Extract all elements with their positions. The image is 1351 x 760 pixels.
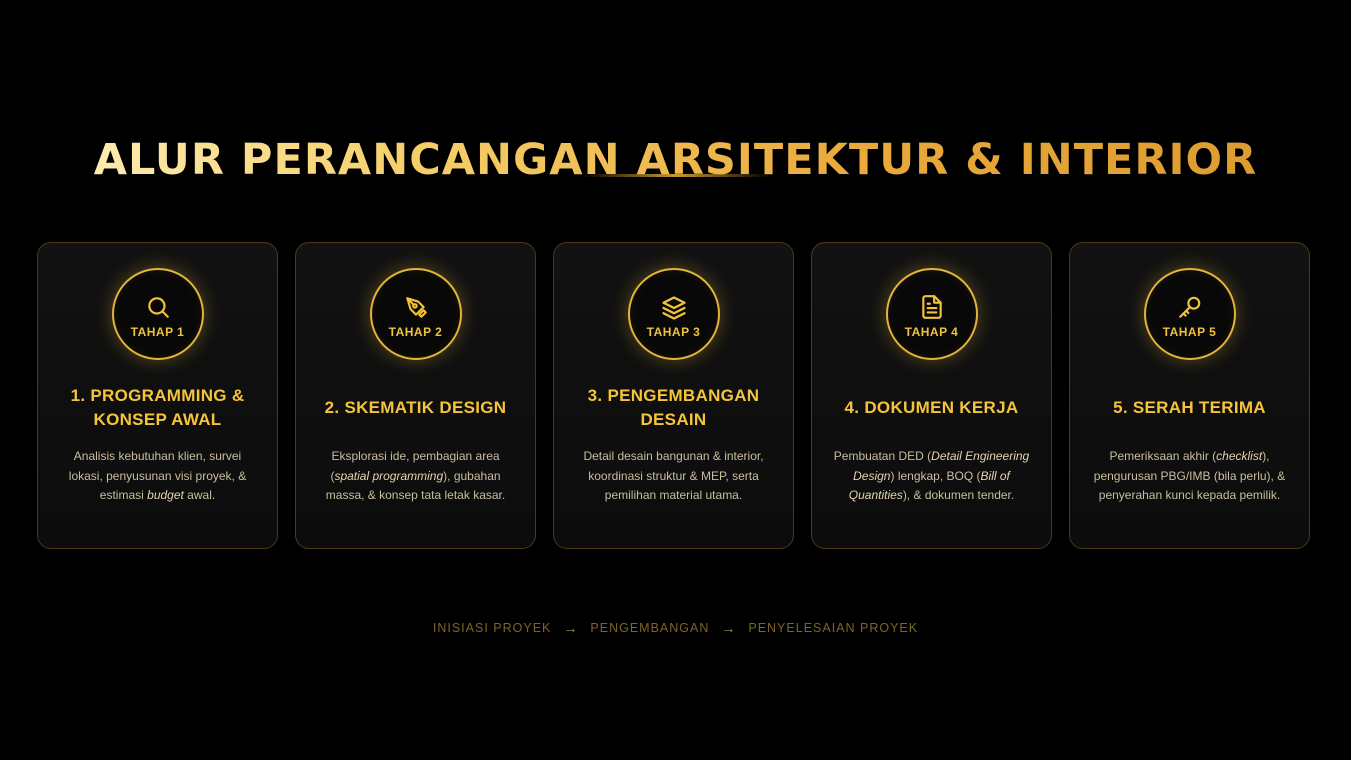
description-text: Pembuatan DED ( <box>833 449 932 463</box>
step-description: Pembuatan DED (Detail Engineering Design… <box>832 447 1031 506</box>
description-emphasis: checklist <box>1216 449 1263 463</box>
phase-footer: INISIASI PROYEK → PENGEMBANGAN → PENYELE… <box>0 620 1351 636</box>
description-text: awal. <box>183 488 216 502</box>
step-title: 2. SKEMATIK DESIGN <box>306 378 525 438</box>
step-title: 3. PENGEMBANGAN DESAIN <box>564 378 783 438</box>
step-description: Analisis kebutuhan klien, survei lokasi,… <box>58 447 257 506</box>
step-title-line: 4. DOKUMEN KERJA <box>844 398 1019 417</box>
step-title: 1. PROGRAMMING & KONSEP AWAL <box>48 378 267 438</box>
step-stage-label: TAHAP 1 <box>130 325 185 339</box>
description-text: ) lengkap, BOQ ( <box>890 468 981 483</box>
step-description: Eksplorasi ide, pembagian area (spatial … <box>316 447 515 506</box>
description-text: Analisis kebutuhan klien, survei lokasi,… <box>68 449 247 502</box>
step-title: 5. SERAH TERIMA <box>1080 378 1299 438</box>
description-emphasis: Detail Engineering Design <box>853 449 1030 483</box>
step-title-line: 5. SERAH TERIMA <box>1113 398 1266 417</box>
phase-label: PENGEMBANGAN <box>590 621 710 635</box>
description-text: ), & dokumen tender. <box>902 488 1015 502</box>
step-stage-label: TAHAP 5 <box>1162 325 1217 339</box>
step-title-line: KONSEP AWAL <box>93 410 222 429</box>
step-card-4: TAHAP 4 4. DOKUMEN KERJA Pembuatan DED (… <box>811 242 1052 549</box>
arrow-right-icon: → <box>563 620 579 636</box>
step-title-line: 3. PENGEMBANGAN <box>587 386 760 405</box>
step-title-line: 2. SKEMATIK DESIGN <box>324 398 507 417</box>
step-badge: TAHAP 4 <box>885 268 978 360</box>
phase-label: INISIASI PROYEK <box>432 621 552 635</box>
step-badge: TAHAP 1 <box>111 268 204 360</box>
steps-row: TAHAP 1 1. PROGRAMMING & KONSEP AWAL Anal… <box>37 242 1310 549</box>
description-emphasis: spatial programming <box>334 468 444 483</box>
step-badge: TAHAP 5 <box>1143 268 1236 360</box>
step-card-2: TAHAP 2 2. SKEMATIK DESIGN Eksplorasi id… <box>295 242 536 549</box>
step-description: Detail desain bangunan & interior, koord… <box>574 447 773 506</box>
description-emphasis: budget <box>147 488 184 502</box>
step-badge: TAHAP 3 <box>627 268 720 360</box>
step-description: Pemeriksaan akhir (checklist), pengurusa… <box>1090 447 1289 506</box>
arrow-right-icon: → <box>721 620 737 636</box>
title-divider <box>582 174 770 177</box>
description-emphasis: Bill of Quantities <box>848 468 1010 503</box>
description-text: ), gubahan massa, & konsep tata letak ka… <box>325 468 506 503</box>
step-badge: TAHAP 2 <box>369 268 462 360</box>
description-text: Pemeriksaan akhir ( <box>1109 449 1217 463</box>
description-text: Eksplorasi ide, pembagian area ( <box>330 449 500 483</box>
phase-label: PENYELESAIAN PROYEK <box>748 621 919 635</box>
step-card-1: TAHAP 1 1. PROGRAMMING & KONSEP AWAL Anal… <box>37 242 278 549</box>
page-title: ALUR PERANCANGAN ARSITEKTUR & INTERIOR <box>0 135 1351 185</box>
description-text: Detail desain bangunan & interior, koord… <box>583 449 764 502</box>
description-text: ), pengurusan PBG/IMB (bila perlu), & pe… <box>1093 449 1286 502</box>
step-card-5: TAHAP 5 5. SERAH TERIMA Pemeriksaan akhi… <box>1069 242 1310 549</box>
step-title-line: 1. PROGRAMMING & <box>70 386 245 405</box>
step-stage-label: TAHAP 3 <box>646 325 701 339</box>
step-card-3: TAHAP 3 3. PENGEMBANGAN DESAIN Detail des… <box>553 242 794 549</box>
step-stage-label: TAHAP 4 <box>904 325 959 339</box>
step-title-line: DESAIN <box>640 410 707 429</box>
step-stage-label: TAHAP 2 <box>388 325 443 339</box>
step-title: 4. DOKUMEN KERJA <box>822 378 1041 438</box>
